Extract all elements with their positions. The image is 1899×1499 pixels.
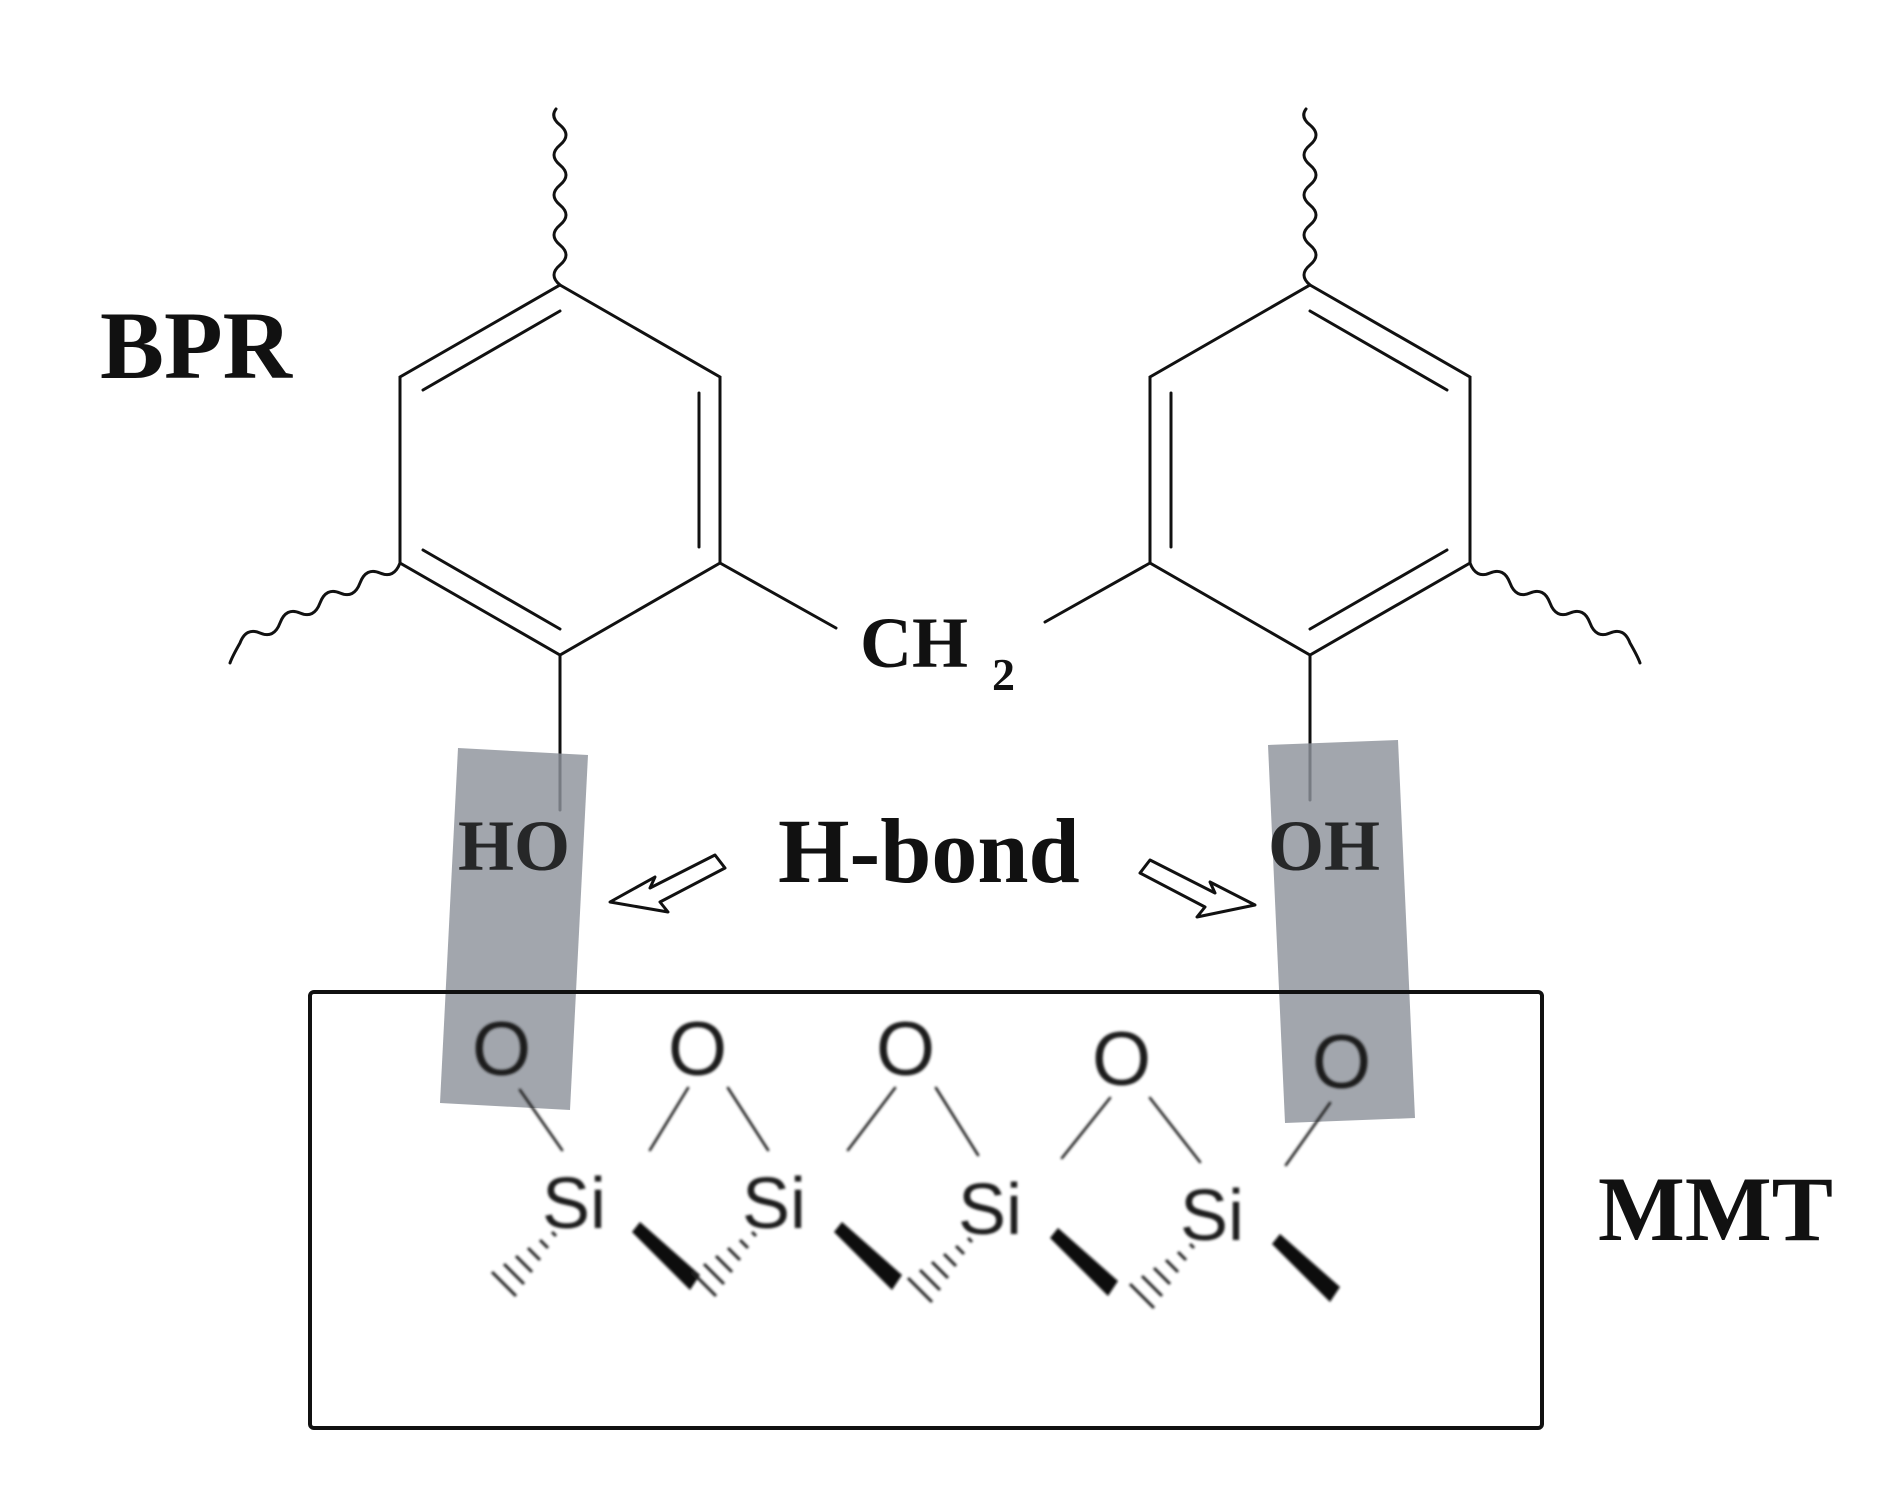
silicon-atom-3: Si [958, 1170, 1022, 1250]
silicon-atom-1: Si [542, 1164, 606, 1244]
oxygen-atom-2: O [668, 1007, 727, 1092]
left-wavy-bond-side [228, 561, 402, 665]
mmt-label: MMT [1598, 1158, 1833, 1260]
mmt-box [308, 990, 1544, 1430]
hydroxyl-right-label: OH [1268, 806, 1380, 886]
ch2-subscript: 2 [992, 649, 1015, 700]
right-arrow-icon [1138, 858, 1257, 919]
ch-label: CH [860, 603, 968, 683]
left-phenol-ring [228, 107, 838, 812]
left-wavy-bond-top [552, 107, 568, 287]
oxygen-atom-5: O [1312, 1020, 1371, 1105]
hbond-label: H-bond [778, 800, 1080, 902]
right-hbond-highlight [1268, 740, 1415, 1123]
oxygen-atom-1: O [472, 1007, 531, 1092]
oxygen-atom-3: O [876, 1007, 935, 1092]
bpr-label: BPR [100, 292, 294, 399]
right-wavy-bond-top [1302, 107, 1318, 287]
silicon-atom-4: Si [1180, 1176, 1244, 1256]
right-phenol-ring [1043, 107, 1642, 802]
methylene-bridge: CH 2 [860, 603, 1015, 700]
siloxane-chain: O O O O O Si Si Si Si [472, 1007, 1371, 1310]
silicon-atom-2: Si [742, 1164, 806, 1244]
right-wavy-bond-side [1468, 561, 1642, 665]
hydroxyl-left-label: HO [458, 806, 570, 886]
left-arrow-icon [608, 853, 727, 914]
left-hbond-highlight [440, 748, 588, 1110]
oxygen-atom-4: O [1092, 1017, 1151, 1102]
